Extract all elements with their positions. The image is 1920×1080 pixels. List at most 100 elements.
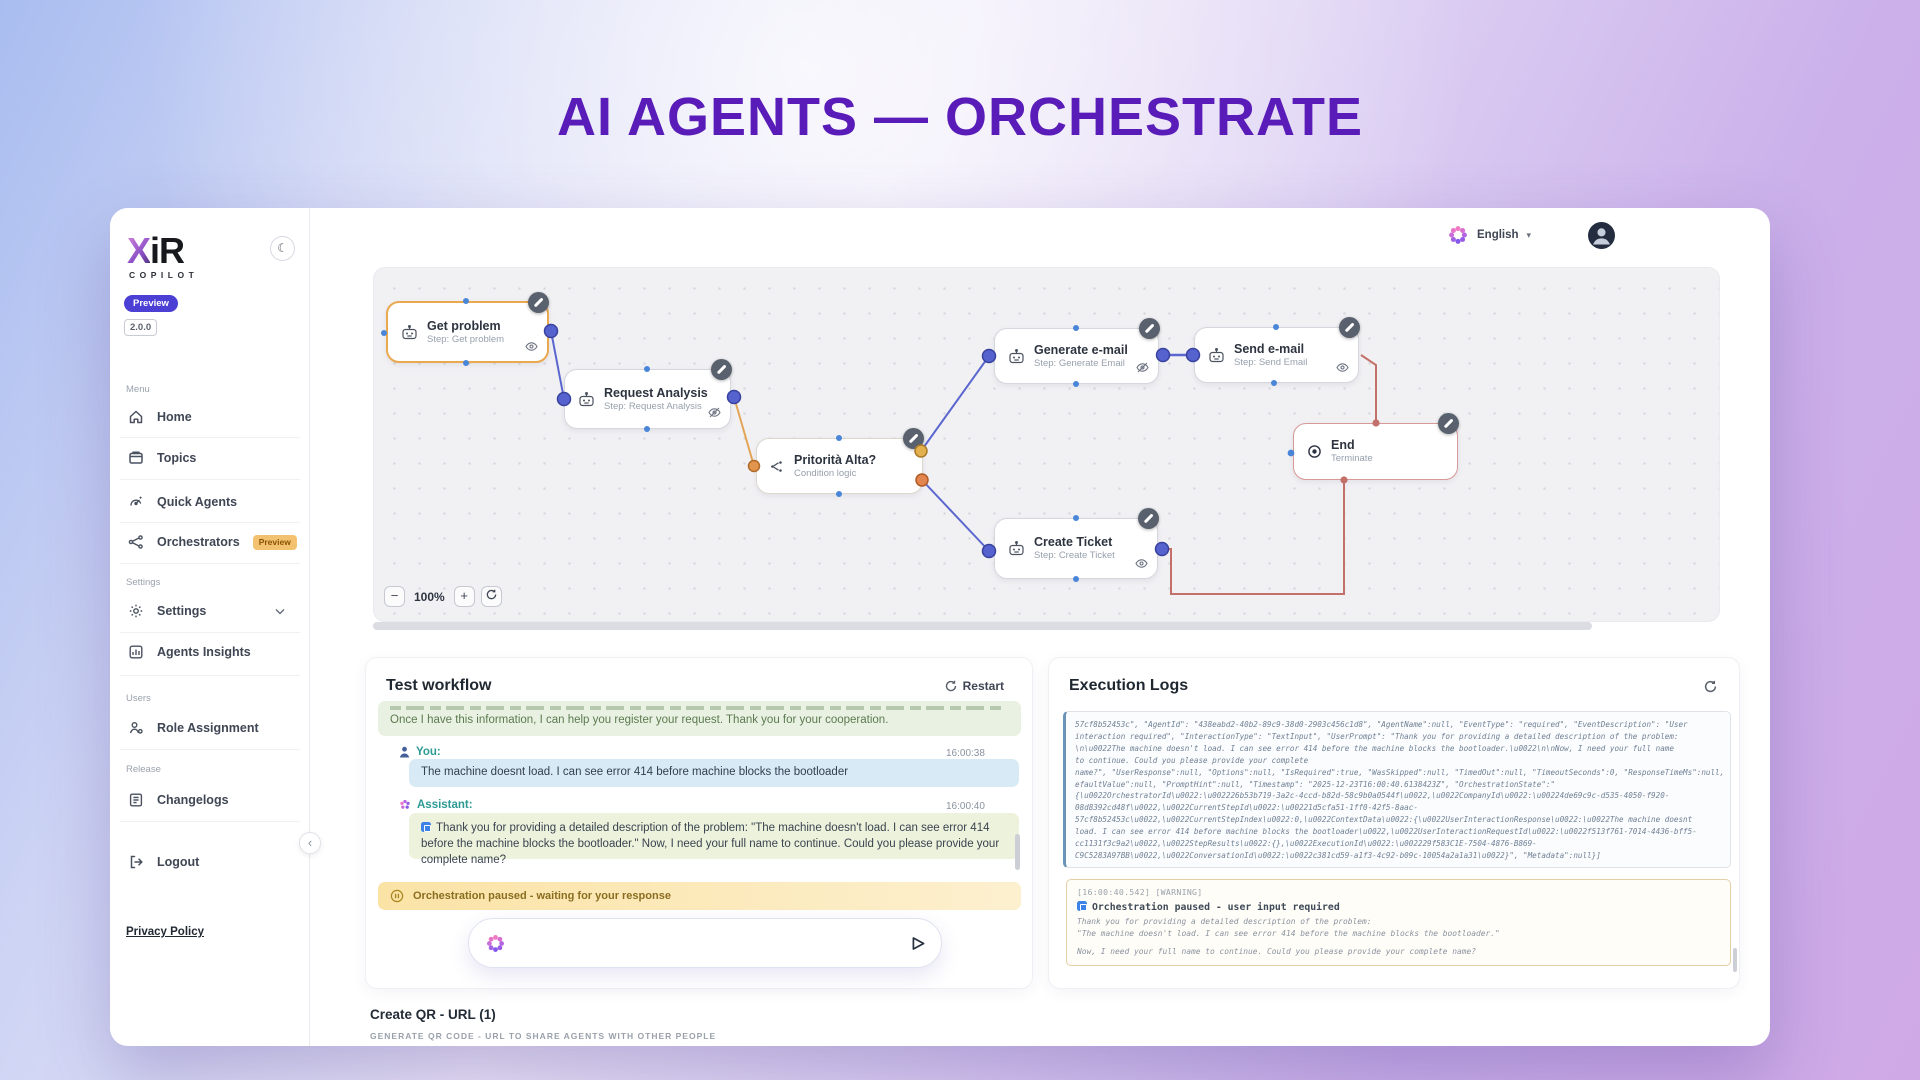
create-qr-title: Create QR - URL (1) <box>370 1007 496 1022</box>
privacy-policy-link[interactable]: Privacy Policy <box>126 926 204 938</box>
assistant-flower-icon <box>400 799 410 809</box>
user-label: You: <box>416 746 441 758</box>
node-send-email[interactable]: Send e-mail Step: Send Email <box>1194 317 1360 383</box>
user-timestamp: 16:00:38 <box>946 748 985 759</box>
sidebar-item-topics[interactable]: Topics <box>110 441 310 475</box>
message-text: Once I have this information, I can help… <box>390 714 889 726</box>
node-generate-email[interactable]: Generate e-mail Step: Generate Email <box>994 318 1160 384</box>
sidebar-item-logout[interactable]: Logout <box>110 845 310 879</box>
node-step: Step: Generate Email <box>1034 357 1125 369</box>
robot-icon <box>1009 348 1024 363</box>
node-title: Request Analysis <box>604 385 708 400</box>
zoom-out-button[interactable]: − <box>384 586 405 607</box>
send-button[interactable] <box>910 935 927 952</box>
log-warning-meta: [16:00:40.542] [WARNING] <box>1077 887 1203 897</box>
restart-button[interactable]: Restart <box>945 679 1004 693</box>
moon-icon: ☾ <box>277 241 288 255</box>
node-step: Step: Get problem <box>427 333 505 345</box>
edit-node-button[interactable] <box>903 428 924 449</box>
sidebar-item-role-assignment[interactable]: Role Assignment <box>110 711 310 745</box>
sidebar-collapse-button[interactable]: ‹ <box>299 832 321 854</box>
log-warning-line: "The machine doesn't load. I can see err… <box>1077 929 1500 938</box>
section-label-menu: Menu <box>126 384 150 395</box>
edit-node-button[interactable] <box>1339 317 1360 338</box>
language-selector[interactable]: English ▾ <box>1447 224 1531 246</box>
eye-off-icon[interactable] <box>1136 360 1149 378</box>
canvas-horizontal-scrollbar[interactable] <box>373 622 1592 630</box>
log-line: {\u0022OrchestratorId\u0022:\u002226b53b… <box>1075 791 1670 801</box>
zoom-reset-button[interactable] <box>480 586 502 607</box>
sidebar-item-agents-insights[interactable]: Agents Insights <box>110 635 310 669</box>
reset-view-icon <box>486 589 496 600</box>
clipped-text-line <box>390 706 1005 710</box>
dark-mode-toggle[interactable]: ☾ <box>270 236 295 261</box>
sidebar-item-label: Topics <box>157 451 197 465</box>
workflow-canvas[interactable]: Get problem Step: Get problem Request An… <box>373 267 1720 622</box>
test-workflow-title: Test workflow <box>386 677 492 694</box>
edit-node-button[interactable] <box>528 292 549 313</box>
divider <box>120 632 300 633</box>
node-title: Get problem <box>427 318 501 333</box>
eye-off-icon[interactable] <box>708 405 721 423</box>
eye-icon[interactable] <box>525 338 538 356</box>
role-assignment-icon <box>129 722 143 734</box>
messages-scrollbar[interactable] <box>1015 834 1020 870</box>
person-icon <box>1593 228 1610 245</box>
chat-input[interactable] <box>516 936 900 950</box>
sidebar-item-label: Orchestrators <box>157 535 240 549</box>
edit-node-button[interactable] <box>1138 508 1159 529</box>
log-entry-json[interactable]: 57cf8b52453c", "AgentId": "438eabd2-40b2… <box>1063 711 1731 868</box>
log-entry-warning[interactable]: [16:00:40.542] [WARNING] Orchestration p… <box>1066 879 1731 966</box>
divider <box>120 821 300 822</box>
logs-refresh-button[interactable] <box>1704 680 1717 698</box>
log-warning-title: Orchestration paused - user input requir… <box>1077 901 1720 913</box>
app-window: XiR COPILOT ☾ Preview 2.0.0 Menu Home To… <box>110 208 1770 1046</box>
node-create-ticket[interactable]: Create Ticket Step: Create Ticket <box>994 508 1159 579</box>
zoom-in-button[interactable]: + <box>453 586 475 607</box>
node-condition[interactable]: Pritorità Alta? Condition logic <box>756 428 924 494</box>
node-get-problem[interactable]: Get problem Step: Get problem <box>386 292 549 363</box>
settings-gear-icon <box>129 604 143 618</box>
pause-icon <box>390 889 404 903</box>
sidebar-item-label: Quick Agents <box>157 495 238 509</box>
terminate-icon <box>1308 445 1321 458</box>
quick-agents-icon <box>130 496 143 506</box>
assistant-label: Assistant: <box>417 799 473 811</box>
node-step: Terminate <box>1331 453 1373 464</box>
node-title: Create Ticket <box>1034 535 1113 549</box>
eye-icon[interactable] <box>1336 359 1349 377</box>
sidebar-item-quick-agents[interactable]: Quick Agents <box>110 485 310 519</box>
divider <box>120 563 300 564</box>
sidebar-item-orchestrators[interactable]: Orchestrators Preview <box>110 525 310 559</box>
logs-scrollbar[interactable] <box>1733 948 1737 972</box>
sidebar-item-label: Agents Insights <box>157 645 251 659</box>
sidebar-item-home[interactable]: Home <box>110 400 310 434</box>
chevron-down-icon <box>275 608 285 615</box>
orchestration-paused-banner: Orchestration paused - waiting for your … <box>378 882 1021 910</box>
node-title: End <box>1331 438 1355 452</box>
sidebar-item-changelogs[interactable]: Changelogs <box>110 783 310 817</box>
node-text: Generate e-mail Step: Generate Email <box>1034 343 1128 370</box>
assistant-message-scrolled: Once I have this information, I can help… <box>378 701 1021 736</box>
paused-banner-text: Orchestration paused - waiting for your … <box>413 890 671 902</box>
edit-node-button[interactable] <box>1139 318 1160 339</box>
sidebar-item-label: Logout <box>157 855 200 869</box>
edit-node-button[interactable] <box>711 359 732 380</box>
node-end[interactable]: End Terminate <box>1293 413 1459 480</box>
branch-icon <box>771 460 782 472</box>
divider <box>120 522 300 523</box>
robot-icon <box>1009 541 1024 556</box>
xir-flower-icon <box>1449 226 1467 244</box>
assistant-message: Thank you for providing a detailed descr… <box>409 813 1019 866</box>
sidebar-item-settings[interactable]: Settings <box>110 594 310 628</box>
edit-node-button[interactable] <box>1438 413 1459 434</box>
eye-icon[interactable] <box>1135 555 1148 573</box>
node-request-analysis[interactable]: Request Analysis Step: Request Analysis <box>564 359 732 429</box>
user-icon <box>399 746 410 758</box>
log-line: C9C5283A97BB\u0022,\u0022ConversationId\… <box>1075 850 1601 860</box>
log-line: name?", "UserResponse":null, "Options":n… <box>1075 767 1731 777</box>
node-step: Step: Create Ticket <box>1034 550 1115 561</box>
user-avatar[interactable] <box>1588 222 1615 249</box>
divider <box>120 749 300 750</box>
